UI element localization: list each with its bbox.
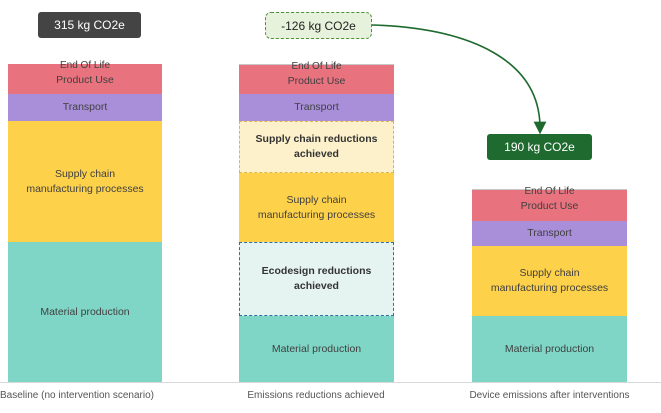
after-total-label: 190 kg CO2e (504, 140, 575, 154)
reductions-supply-chain-label: Supply chain manufacturing processes (257, 193, 376, 221)
after-transport-label: Transport (527, 227, 572, 239)
after-material-label: Material production (504, 342, 595, 355)
after-product-use-label: Product Use (520, 200, 579, 212)
reductions-transport-label: Transport (294, 101, 339, 113)
baseline-total-badge: 315 kg CO2e (38, 12, 141, 38)
supply-chain-reduction-label: Supply chain reductions achieved (255, 133, 378, 160)
reductions-material: Material production (239, 316, 394, 382)
baseline-supply-chain: Supply chain manufacturing processes (8, 121, 162, 242)
baseline-total-label: 315 kg CO2e (54, 18, 125, 32)
after-end-of-life-label: End Of Life (524, 186, 575, 197)
reductions-transport: Transport (239, 94, 394, 121)
reductions-product-use-label: Product Use (287, 75, 346, 87)
x-label-after: Device emissions after interventions (469, 390, 630, 401)
reductions-supply-chain: Supply chain manufacturing processes (239, 173, 394, 242)
after-product-use: End Of Life Product Use (472, 186, 627, 221)
ecodesign-reduction-block: Ecodesign reductions achieved (239, 242, 394, 316)
baseline-material-label: Material production (40, 305, 130, 318)
baseline-material: Material production (8, 242, 162, 382)
reductions-product-use: End Of Life Product Use (239, 61, 394, 94)
reductions-material-label: Material production (271, 342, 362, 355)
ecodesign-reduction-label: Ecodesign reductions achieved (261, 265, 372, 292)
after-transport: Transport (472, 221, 627, 246)
baseline-transport-label: Transport (62, 101, 108, 113)
baseline-product-use-label: Product Use (56, 74, 114, 86)
reduction-total-label: -126 kg CO2e (281, 18, 356, 33)
reduction-total-badge: -126 kg CO2e (265, 12, 372, 39)
baseline-transport: Transport (8, 94, 162, 121)
after-supply-chain: Supply chain manufacturing processes (472, 246, 627, 316)
baseline-supply-chain-label: Supply chain manufacturing processes (26, 167, 144, 195)
baseline-end-of-life-label: End Of Life (59, 60, 111, 71)
supply-chain-reduction-block: Supply chain reductions achieved (239, 121, 394, 173)
after-material: Material production (472, 316, 627, 382)
x-axis-line (0, 382, 661, 383)
x-label-baseline: Baseline (no intervention scenario) (0, 390, 154, 401)
baseline-product-use: End Of Life Product Use (8, 60, 162, 94)
after-total-badge: 190 kg CO2e (487, 134, 592, 160)
x-label-reductions: Emissions reductions achieved (247, 390, 385, 401)
after-supply-chain-label: Supply chain manufacturing processes (490, 267, 609, 294)
reductions-end-of-life-label: End Of Life (291, 61, 342, 72)
